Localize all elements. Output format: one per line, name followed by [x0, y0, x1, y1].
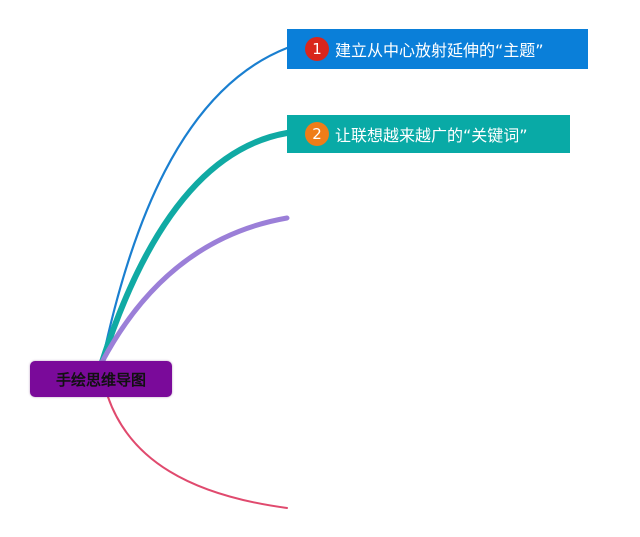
link-branch-3 [99, 215, 290, 365]
link-branch-1 [100, 46, 289, 364]
branch-topic-1-label: 建立从中心放射延伸的“主题” [335, 41, 544, 60]
branch-topic-2[interactable]: 2 让联想越来越广的“关键词” [287, 115, 570, 153]
number-badge-1: 1 [305, 37, 329, 61]
branch-topic-1[interactable]: 1 建立从中心放射延伸的“主题” [287, 29, 588, 69]
central-topic-label: 手绘思维导图 [55, 370, 146, 389]
central-topic[interactable]: 手绘思维导图 [30, 361, 172, 397]
branch-topic-2-label: 让联想越来越广的“关键词” [335, 126, 528, 145]
link-branch-2 [99, 130, 290, 365]
number-badge-2: 2 [305, 122, 329, 146]
link-branch-4 [107, 396, 288, 509]
